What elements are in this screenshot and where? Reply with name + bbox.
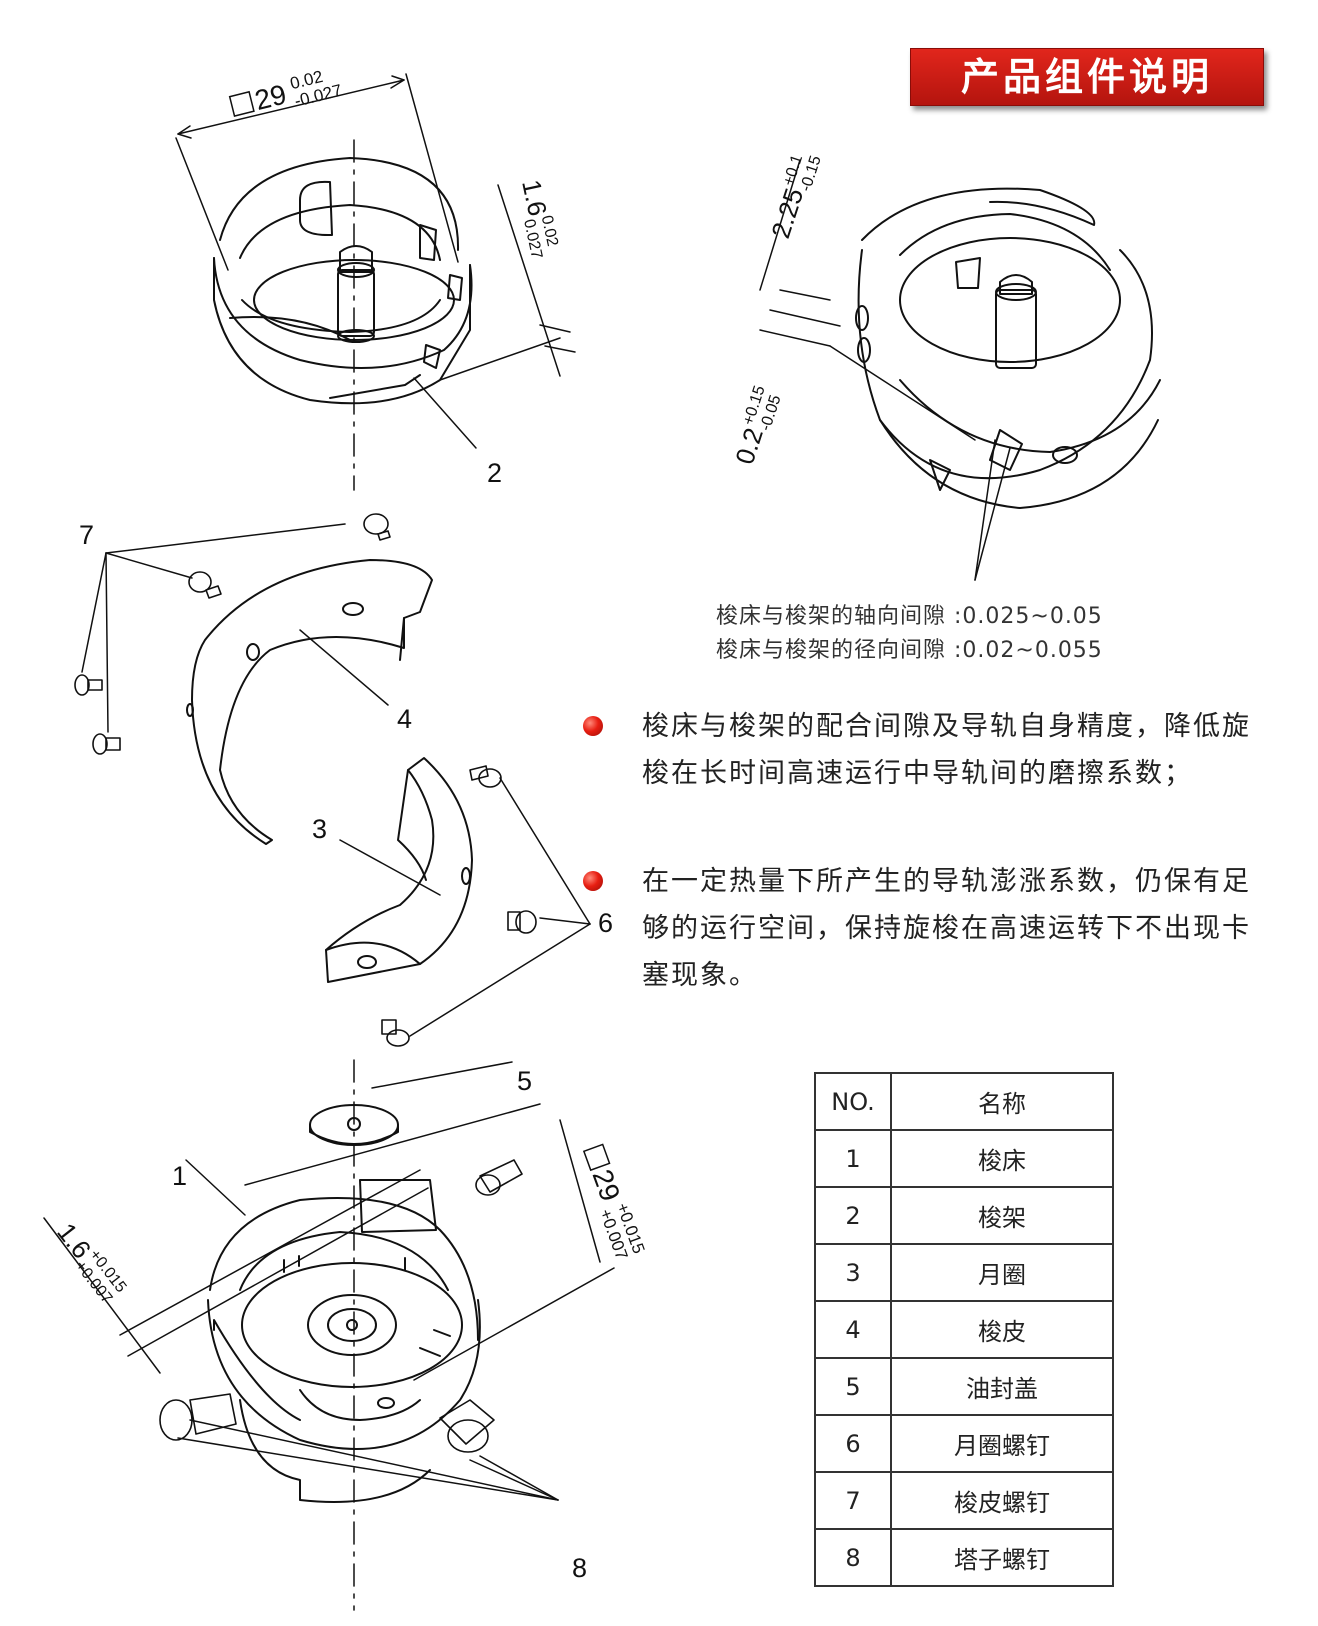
row-name: 梭皮 [890, 1300, 1114, 1359]
spec-axial-clearance: 梭床与梭架的轴向间隙 :0.025~0.05 [716, 604, 1103, 629]
dim-top-width-base: 29 [252, 78, 290, 116]
row-no: 8 [814, 1528, 892, 1587]
callout-3: 3 [312, 814, 327, 844]
screws-7-drawing [74, 513, 391, 755]
title-badge: 产品组件说明 [910, 48, 1264, 106]
page-title: 产品组件说明 [960, 55, 1213, 99]
row-name: 梭皮螺钉 [890, 1471, 1114, 1530]
row-name: 梭床 [890, 1129, 1114, 1188]
bullet-2-text: 在一定热量下所产生的导轨澎涨系数，仍保有足够的运行空间，保持旋梭在高速运转下不出… [642, 866, 1251, 991]
header-no: NO. [814, 1072, 892, 1131]
bullet-1: 梭床与梭架的配合间隙及导轨自身精度，降低旋梭在长时间高速运行中导轨间的磨擦系数； [583, 703, 1260, 797]
callout-7: 7 [79, 520, 94, 550]
bullet-dot-icon [583, 716, 603, 736]
spec-radial-clearance: 梭床与梭架的径向间隙 :0.02~0.055 [716, 638, 1103, 663]
bullet-dot-icon [583, 871, 603, 891]
dim-bottom-width-base: 29 [586, 1165, 626, 1205]
dim-right-top: 2.25 +0.1 -0.15 [765, 153, 825, 242]
row-name: 月圈 [890, 1243, 1114, 1302]
callout-8: 8 [572, 1553, 587, 1583]
row-name: 油封盖 [890, 1357, 1114, 1416]
dim-top-height-upper: 0.02 [538, 214, 561, 248]
row-name: 塔子螺钉 [890, 1528, 1114, 1587]
callout-1: 1 [172, 1161, 187, 1191]
row-no: 7 [814, 1471, 892, 1530]
callout-6-lines [339, 777, 591, 1037]
callout-6: 6 [598, 908, 613, 938]
dim-top-height: 1.6 0.02 0.027 [516, 177, 561, 261]
dim-right-gap: 0.2 +0.15 -0.05 [729, 384, 784, 468]
bottom-assembly-drawing [207, 1059, 481, 1611]
header-name: 名称 [890, 1072, 1114, 1131]
top-assembly-drawing [213, 139, 473, 491]
row-no: 3 [814, 1243, 892, 1302]
dim-bottom-height: 1.6 +0.015 +0.007 [51, 1217, 129, 1307]
bullet-1-text: 梭床与梭架的配合间隙及导轨自身精度，降低旋梭在长时间高速运行中导轨间的磨擦系数； [642, 711, 1251, 789]
callout-5: 5 [517, 1066, 532, 1096]
row-name: 月圈螺钉 [890, 1414, 1114, 1473]
row-no: 5 [814, 1357, 892, 1416]
row-no: 2 [814, 1186, 892, 1245]
dim-right-gap-base: 0.2 [729, 424, 769, 468]
part-4-drawing [186, 559, 433, 845]
part-3-drawing [325, 757, 473, 983]
dim-top-width: 29 0.02 -0.027 [228, 67, 344, 117]
dim-bottom-width: 29 +0.015 +0.007 [582, 1143, 648, 1262]
callout-4: 4 [397, 704, 412, 734]
dim-right-top-base: 2.25 [765, 184, 809, 241]
row-name: 梭架 [890, 1186, 1114, 1245]
row-no: 1 [814, 1129, 892, 1188]
top-dimension-lines [175, 73, 576, 449]
row-no: 6 [814, 1414, 892, 1473]
right-dimension-lines [759, 159, 1011, 581]
callout-7-lines [81, 523, 389, 733]
bullet-2: 在一定热量下所产生的导轨澎涨系数，仍保有足够的运行空间，保持旋梭在高速运转下不出… [583, 858, 1260, 999]
bottom-dimension-lines [43, 1061, 615, 1501]
dim-top-height-base: 1.6 [516, 177, 553, 219]
table-header-row: NO. 名称 [814, 1072, 1114, 1131]
screws-6-drawing [381, 765, 537, 1047]
row-no: 4 [814, 1300, 892, 1359]
callout-2: 2 [487, 458, 502, 488]
